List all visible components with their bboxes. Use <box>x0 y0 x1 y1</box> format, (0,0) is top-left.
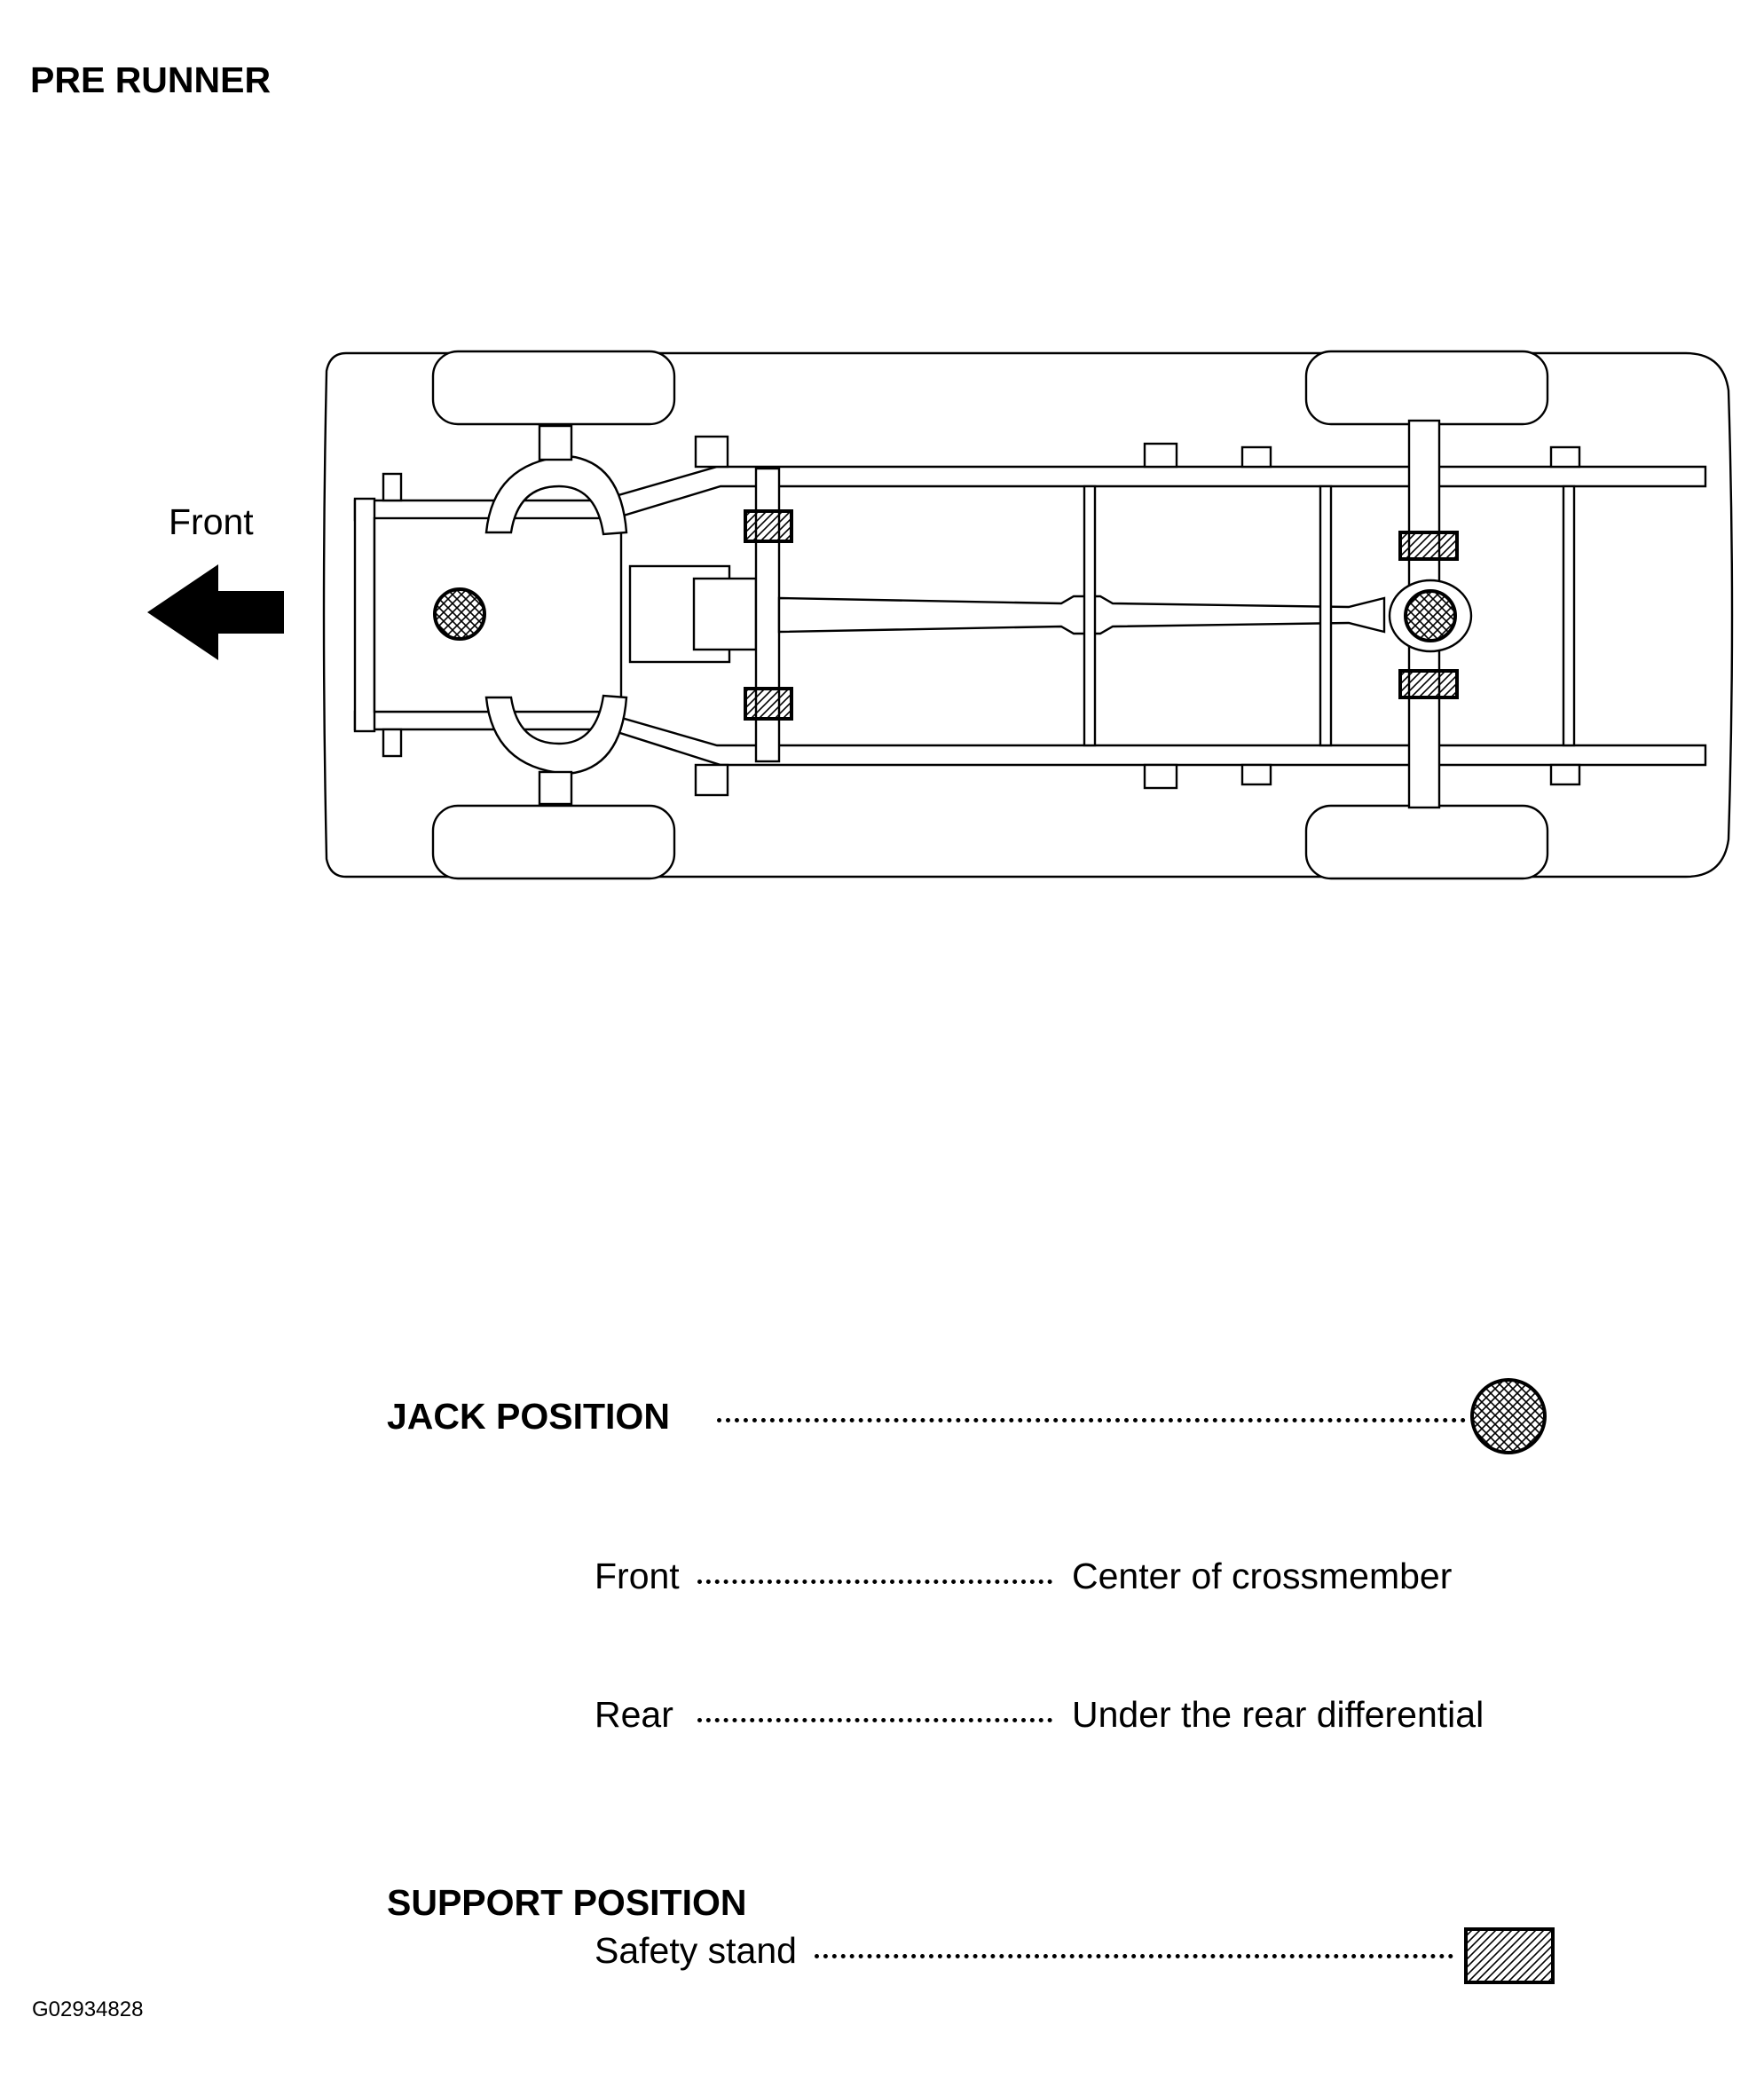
body-mount-5 <box>1143 442 1178 469</box>
front-crossmember <box>353 497 376 733</box>
hatched-rectangle-icon <box>1464 1927 1555 1984</box>
crossmember-3 <box>1319 485 1333 747</box>
support-position-heading: SUPPORT POSITION <box>387 1882 747 1923</box>
transmission-bellhousing <box>692 577 758 651</box>
front-lower-control-arm <box>484 694 628 776</box>
front-right-tire <box>431 804 676 880</box>
body-mount-1 <box>382 472 403 502</box>
body-mount-3 <box>694 435 729 469</box>
jack-rear-label: Rear <box>595 1694 673 1735</box>
front-right-support-marker <box>744 687 793 721</box>
front-left-tire <box>431 350 676 426</box>
jack-front-leader-dots <box>697 1580 1052 1584</box>
body-mount-10 <box>1549 763 1581 786</box>
left-arrow-icon <box>147 564 284 660</box>
page-title: PRE RUNNER <box>30 59 272 100</box>
jack-rear-value: Under the rear differential <box>1072 1694 1484 1735</box>
jack-rear-leader-dots <box>697 1718 1052 1722</box>
front-jack-marker <box>433 587 486 641</box>
front-bumper-mount <box>373 516 623 713</box>
front-upper-control-arm <box>484 454 628 536</box>
front-knuckle-top <box>538 424 573 461</box>
body-mount-8 <box>1240 763 1272 786</box>
body-mount-6 <box>1143 763 1178 790</box>
body-mount-7 <box>1240 445 1272 469</box>
support-safety-stand-label: Safety stand <box>595 1930 797 1971</box>
crossmember-4 <box>1562 485 1576 747</box>
jack-front-value: Center of crossmember <box>1072 1556 1453 1596</box>
crosshatched-circle-icon <box>1470 1378 1547 1454</box>
crossmember-2 <box>1083 485 1097 747</box>
rear-left-support-marker <box>1398 531 1459 561</box>
jack-position-heading: JACK POSITION <box>387 1396 670 1437</box>
jack-heading-leader-dots <box>717 1418 1466 1422</box>
driveshaft <box>777 595 1386 635</box>
figure-code: G02934828 <box>32 1997 144 2021</box>
body-mount-4 <box>694 763 729 797</box>
frame-rail-bottom <box>353 710 1707 767</box>
rear-jack-marker <box>1404 589 1457 642</box>
front-direction-label: Front <box>169 501 254 542</box>
rear-left-tire <box>1304 350 1549 426</box>
support-leader-dots <box>815 1954 1453 1958</box>
body-mount-2 <box>382 728 403 758</box>
body-mount-9 <box>1549 445 1581 469</box>
jack-front-label: Front <box>595 1556 680 1596</box>
front-knuckle-bottom <box>538 770 573 806</box>
rear-right-support-marker <box>1398 669 1459 699</box>
rear-right-tire <box>1304 804 1549 880</box>
front-left-support-marker <box>744 509 793 543</box>
